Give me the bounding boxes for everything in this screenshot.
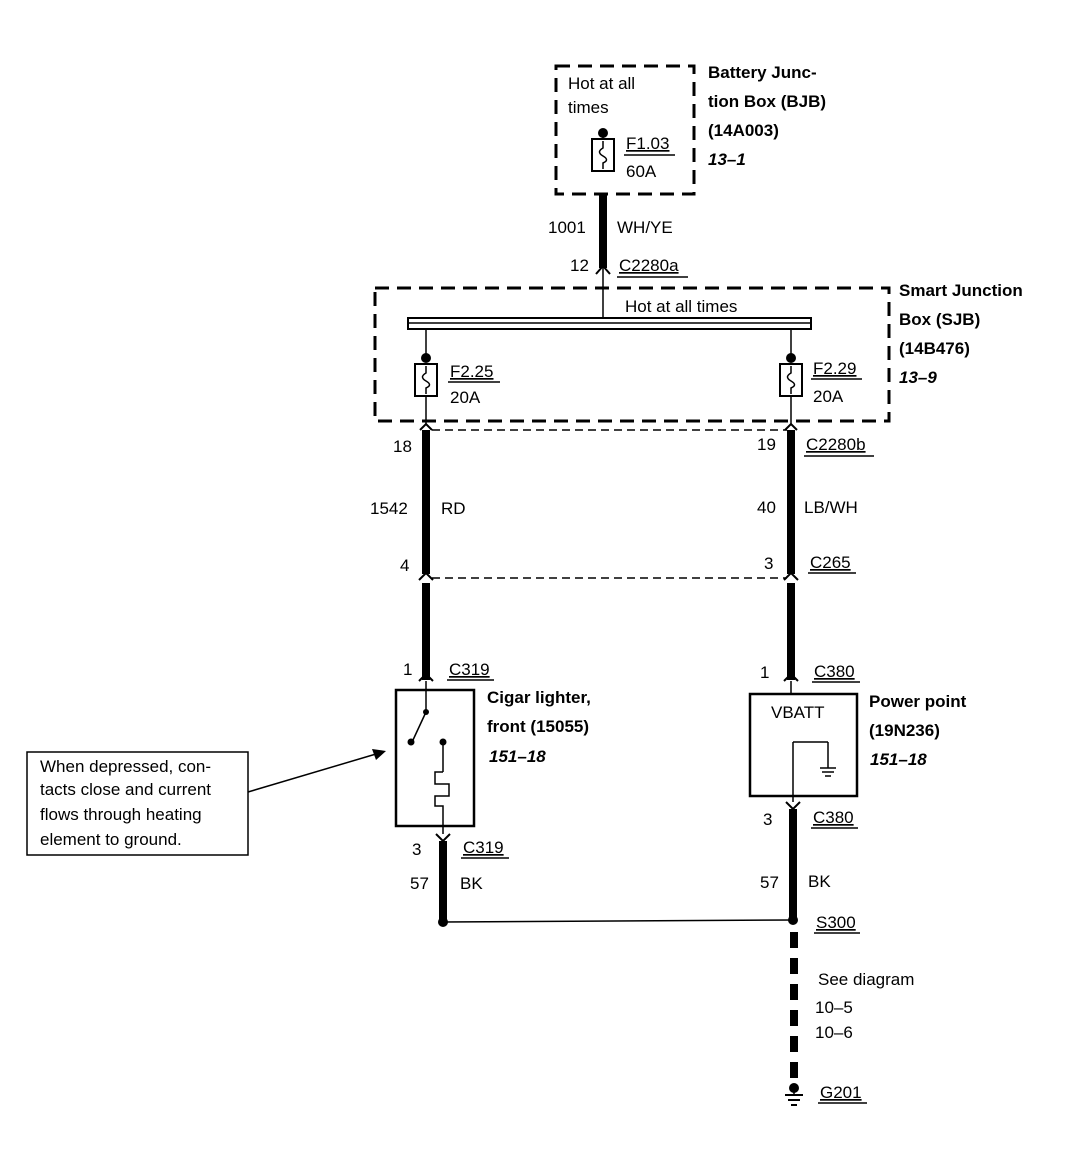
bjb-fuse-id: F1.03	[626, 134, 669, 153]
right-ground-color: BK	[808, 872, 831, 891]
bjb-dashed-outline	[554, 64, 696, 196]
callout-line2: tacts close and current	[40, 780, 211, 799]
see-diagram-label: See diagram	[818, 970, 914, 989]
feed-circuit-number: 1001	[548, 218, 586, 237]
connector-c2280a-label: C2280a	[619, 256, 679, 275]
feed-wire-color: WH/YE	[617, 218, 673, 237]
bjb-hot-line1: Hot at all	[568, 74, 635, 93]
connector-c265-label: C265	[810, 553, 851, 572]
see-diagram-ref1: 10–5	[815, 998, 853, 1017]
ground-continuation: See diagram 10–5 10–6 G201	[785, 932, 914, 1106]
right-pin-sjb: 19	[757, 435, 776, 454]
callout-box	[26, 751, 249, 856]
smart-junction-box: Hot at all times F2.25 20A F2.29 20A Sma…	[373, 281, 1023, 424]
connector-c380-bottom: C380	[813, 808, 854, 827]
sjb-ref: 13–9	[899, 368, 937, 387]
feed-pin-number: 12	[570, 256, 589, 275]
right-ground-circuit: 57	[760, 873, 779, 892]
bjb-hot-line2: times	[568, 98, 609, 117]
left-wire-color: RD	[441, 499, 466, 518]
right-pin-out: 3	[763, 810, 772, 829]
cigar-lighter-heating-element-icon	[434, 771, 450, 826]
left-pin-device: 1	[403, 660, 412, 679]
sjb-dashed-outline	[373, 286, 891, 423]
sjb-title-line2: Box (SJB)	[899, 310, 980, 329]
fuse-f225-id: F2.25	[450, 362, 493, 381]
left-circuit-number: 1542	[370, 499, 408, 518]
power-point-ref: 151–18	[870, 750, 927, 769]
left-pin-c265: 4	[400, 556, 409, 575]
feed-wire-1001: 1001 WH/YE 12 C2280a	[548, 194, 688, 320]
right-pin-c265: 3	[764, 554, 773, 573]
bjb-title-line3: (14A003)	[708, 121, 779, 140]
left-ground-color: BK	[460, 874, 483, 893]
cigar-lighter-ref: 151–18	[489, 747, 546, 766]
bjb-fuse-rating: 60A	[626, 162, 657, 181]
power-point-device: VBATT Power point (19N236) 151–18	[748, 692, 967, 811]
left-branch-circuit: 18 1542 RD 4 1 C319	[370, 422, 494, 690]
bjb-title-line1: Battery Junc-	[708, 63, 817, 82]
cigar-lighter-title-line1: Cigar lighter,	[487, 688, 591, 707]
connector-c319-top: C319	[449, 660, 490, 679]
fuse-f229-terminal	[786, 353, 796, 363]
power-point-title-line1: Power point	[869, 692, 967, 711]
right-wire-color: LB/WH	[804, 498, 858, 517]
cigar-lighter-title-line2: front (15055)	[487, 717, 589, 736]
power-point-inner-label: VBATT	[771, 703, 825, 722]
battery-junction-box: Hot at all times F1.03 60A Battery Junc-…	[554, 63, 826, 196]
right-pin-device: 1	[760, 663, 769, 682]
power-point-ground-icon	[820, 767, 836, 777]
callout-pointer-arrow	[247, 753, 377, 793]
bjb-title-line2: tion Box (BJB)	[708, 92, 826, 111]
left-ground-run: 3 C319 57 BK	[410, 838, 509, 927]
ground-g201-label: G201	[820, 1083, 862, 1102]
fuse-f229-rating: 20A	[813, 387, 844, 406]
bjb-ref: 13–1	[708, 150, 746, 169]
right-circuit-number: 40	[757, 498, 776, 517]
left-pin-sjb: 18	[393, 437, 412, 456]
callout-line4: element to ground.	[40, 830, 182, 849]
splice-s300-label: S300	[816, 913, 856, 932]
see-diagram-ref2: 10–6	[815, 1023, 853, 1042]
connector-c319-bottom: C319	[463, 838, 504, 857]
fuse-f225-terminal	[421, 353, 431, 363]
ground-g201-icon	[785, 1083, 803, 1106]
cigar-lighter-switch-contact	[412, 711, 427, 741]
connector-c380-top: C380	[814, 662, 855, 681]
callout-note: When depressed, con- tacts close and cur…	[26, 749, 386, 856]
power-point-title-line2: (19N236)	[869, 721, 940, 740]
bjb-fuse-icon	[591, 138, 615, 172]
splice-connection-wire	[442, 919, 794, 923]
fuse-f225-rating: 20A	[450, 388, 481, 407]
fuse-f225-icon	[414, 363, 438, 397]
right-branch-circuit: 19 C2280b 40 LB/WH 3 C265 1 C380	[757, 422, 874, 694]
callout-line3: flows through heating	[40, 805, 202, 824]
right-ground-run: 3 C380 57 BK	[760, 808, 858, 925]
left-pin-out: 3	[412, 840, 421, 859]
left-ground-circuit: 57	[410, 874, 429, 893]
sjb-busbar-label: Hot at all times	[625, 297, 737, 316]
connector-c2280a-arrow	[595, 264, 611, 275]
cigar-lighter-device: Cigar lighter, front (15055) 151–18	[394, 688, 591, 843]
fuse-f229-id: F2.29	[813, 359, 856, 378]
fuse-f229-icon	[779, 363, 803, 397]
sjb-title-line1: Smart Junction	[899, 281, 1023, 300]
callout-line1: When depressed, con-	[40, 757, 211, 776]
power-point-box	[748, 692, 859, 798]
sjb-title-line3: (14B476)	[899, 339, 970, 358]
connector-c2280b-label: C2280b	[806, 435, 866, 454]
